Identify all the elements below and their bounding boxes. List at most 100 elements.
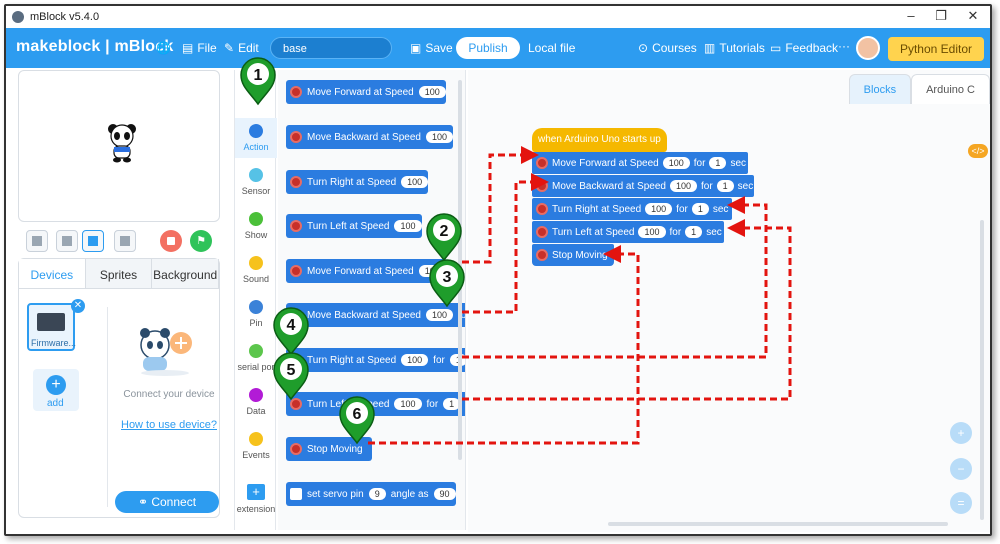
speed-input[interactable]: 100 <box>425 309 453 321</box>
script-block-turn-right[interactable]: Turn Right at Speed 100 for 1 sec <box>532 198 732 220</box>
normal-stage-button[interactable] <box>82 230 104 252</box>
connect-button[interactable]: ⚭ Connect <box>115 491 219 513</box>
avatar[interactable] <box>856 36 880 60</box>
file-menu[interactable]: ▤ File <box>182 41 217 55</box>
script-block-stop-moving[interactable]: Stop Moving <box>532 244 614 266</box>
secs-input[interactable]: 1 <box>716 180 734 192</box>
tutorials-button[interactable]: ▥ Tutorials <box>704 41 765 55</box>
angle-input[interactable]: 90 <box>433 488 456 500</box>
python-editor-button[interactable]: Python Editor <box>888 37 984 61</box>
secs-input[interactable]: 1 <box>685 226 703 238</box>
script-block-move-backward[interactable]: Move Backward at Speed 100 for 1 sec <box>532 175 754 197</box>
courses-button[interactable]: ⊙ Courses <box>638 41 697 55</box>
palette-block-set-servo[interactable]: set servo pin 9 angle as 90 <box>286 482 456 506</box>
palette-block-turn-right[interactable]: Turn Right at Speed 100 <box>286 170 429 194</box>
small-stage-button[interactable] <box>56 230 78 252</box>
add-device-button[interactable]: + add <box>33 369 79 411</box>
stop-button[interactable] <box>160 230 182 252</box>
category-serial-port[interactable]: serial por <box>235 344 277 372</box>
tab-blocks[interactable]: Blocks <box>848 74 912 104</box>
category-data[interactable]: Data <box>235 388 277 416</box>
block-text: Move Backward at Speed <box>307 131 421 143</box>
hat-block-arduino-starts[interactable]: when Arduino Uno starts up <box>532 128 667 152</box>
script-block-move-forward[interactable]: Move Forward at Speed 100 for 1 sec <box>532 152 748 174</box>
unit-label: sec <box>712 203 729 215</box>
robot-icon <box>536 249 548 261</box>
show-dot-icon <box>249 212 263 226</box>
more-button[interactable]: ··· <box>838 39 850 53</box>
speed-input[interactable]: 100 <box>662 157 690 169</box>
palette-block-move-backward-timed[interactable]: Move Backward at Speed 100 for <box>286 303 465 327</box>
workspace-vertical-scrollbar[interactable] <box>980 220 984 520</box>
workspace-horizontal-scrollbar[interactable] <box>608 522 948 526</box>
zoom-in-icon[interactable]: + <box>950 422 972 444</box>
maximize-icon[interactable]: ❐ <box>935 8 947 23</box>
category-sound[interactable]: Sound <box>235 256 277 284</box>
palette-block-move-forward-2[interactable]: Move Forward at Speed 100 <box>286 259 446 283</box>
category-sensor[interactable]: Sensor <box>235 168 277 196</box>
tab-sprites[interactable]: Sprites <box>86 259 153 288</box>
tab-arduino-c[interactable]: Arduino C <box>911 74 990 104</box>
extension-button[interactable]: + extension <box>235 484 277 514</box>
servo-icon <box>290 488 302 500</box>
local-file-label: Local file <box>528 41 576 55</box>
script-workspace[interactable]: Blocks Arduino C </> when Arduino Uno st… <box>468 70 990 532</box>
close-icon[interactable]: ✕ <box>967 8 979 23</box>
feedback-label: Feedback <box>785 41 839 55</box>
palette-block-stop-moving[interactable]: Stop Moving <box>286 437 372 461</box>
app-icon <box>12 11 24 23</box>
how-to-use-device-link[interactable]: How to use device? <box>121 419 217 431</box>
for-label: for <box>700 180 713 192</box>
language-button[interactable]: 🌐 <box>156 41 171 55</box>
speed-input[interactable]: 100 <box>418 86 446 98</box>
speed-input[interactable]: 100 <box>394 398 422 410</box>
tab-background[interactable]: Background <box>152 259 220 288</box>
stage[interactable] <box>18 70 220 222</box>
project-name-input[interactable]: base <box>270 37 392 59</box>
script-block-turn-left[interactable]: Turn Left at Speed 100 for 1 sec <box>532 221 724 243</box>
edit-menu[interactable]: ✎ Edit <box>224 41 259 55</box>
remove-device-icon[interactable]: ✕ <box>71 299 85 313</box>
zoom-out-icon[interactable]: − <box>950 458 972 480</box>
category-show[interactable]: Show <box>235 212 277 240</box>
fullscreen-button[interactable] <box>26 230 48 252</box>
speed-input[interactable]: 100 <box>669 180 697 192</box>
code-toggle-icon[interactable]: </> <box>968 144 988 158</box>
zoom-reset-icon[interactable]: = <box>950 492 972 514</box>
palette-block-turn-left-timed[interactable]: Turn Left at Speed 100 for 1 s <box>286 392 465 416</box>
tutorials-label: Tutorials <box>719 41 765 55</box>
secs-input[interactable]: 1 <box>691 203 709 215</box>
tab-devices[interactable]: Devices <box>19 259 86 288</box>
palette-block-turn-right-timed[interactable]: Turn Right at Speed 100 for 1 <box>286 348 465 372</box>
palette-block-turn-left[interactable]: Turn Left at Speed 100 <box>286 214 422 238</box>
secs-input[interactable]: 1 <box>709 157 727 169</box>
pin-input[interactable]: 9 <box>368 488 386 500</box>
speed-input[interactable]: 100 <box>418 265 446 277</box>
local-file-button[interactable]: Local file <box>528 41 575 55</box>
device-card[interactable]: Firmware... <box>27 303 76 351</box>
save-button[interactable]: ▣ Save <box>410 41 453 55</box>
speed-input[interactable]: 100 <box>394 220 422 232</box>
speed-input[interactable]: 100 <box>425 131 453 143</box>
green-flag-button[interactable]: ⚑ <box>190 230 212 252</box>
speed-input[interactable]: 100 <box>638 226 666 238</box>
robot-icon <box>290 220 302 232</box>
grid-button[interactable] <box>114 230 136 252</box>
robot-icon <box>290 398 302 410</box>
speed-input[interactable]: 100 <box>645 203 673 215</box>
minimize-icon[interactable]: – <box>907 8 915 23</box>
sensor-dot-icon <box>249 168 263 182</box>
unit-label: sec <box>737 180 754 192</box>
category-label: Show <box>244 230 268 240</box>
feedback-button[interactable]: ▭ Feedback <box>770 41 838 55</box>
palette-block-move-forward[interactable]: Move Forward at Speed 100 <box>286 80 446 104</box>
speed-input[interactable]: 100 <box>401 176 429 188</box>
publish-button[interactable]: Publish <box>456 37 520 59</box>
category-events[interactable]: Events <box>235 432 277 460</box>
palette-block-move-backward[interactable]: Move Backward at Speed 100 <box>286 125 453 149</box>
palette-scrollbar[interactable] <box>458 80 462 460</box>
speed-input[interactable]: 100 <box>401 354 429 366</box>
category-action[interactable]: Action <box>235 118 277 158</box>
panda-sprite[interactable] <box>107 123 137 163</box>
category-pin[interactable]: Pin <box>235 300 277 328</box>
